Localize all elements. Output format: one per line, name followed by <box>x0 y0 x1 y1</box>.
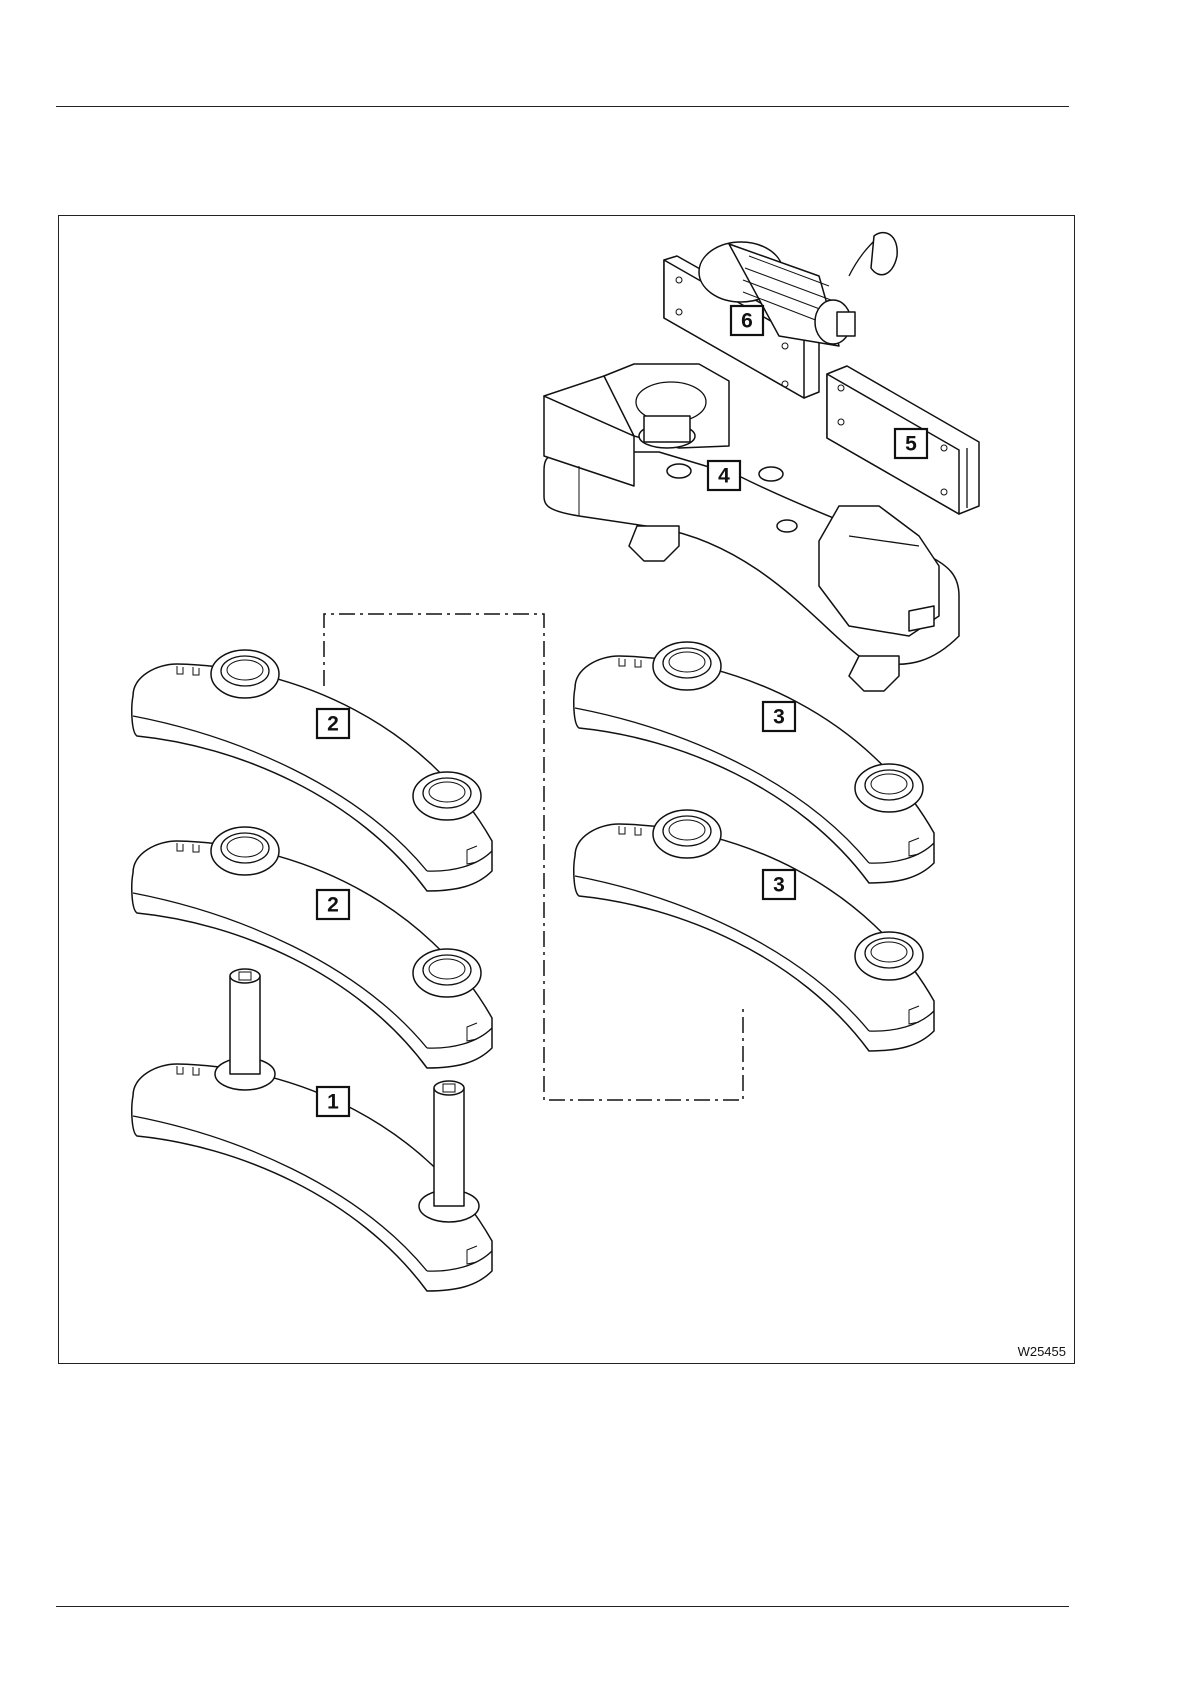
header-rule <box>56 106 1069 107</box>
svg-text:6: 6 <box>741 310 753 333</box>
svg-text:4: 4 <box>718 465 730 488</box>
figure-frame: 2 2 1 <box>58 215 1075 1364</box>
svg-text:5: 5 <box>905 433 917 456</box>
svg-text:2: 2 <box>327 894 339 917</box>
footer-rule <box>56 1606 1069 1607</box>
callout-4: 4 <box>708 461 740 490</box>
callout-3-lower: 3 <box>763 870 795 899</box>
callout-2-upper: 2 <box>317 709 349 738</box>
figure-reference-code: W25455 <box>1018 1344 1066 1359</box>
callout-3-upper: 3 <box>763 702 795 731</box>
callout-6: 6 <box>731 306 763 335</box>
counterweight-exploded-drawing: 2 2 1 <box>59 216 1074 1363</box>
svg-text:3: 3 <box>773 874 785 897</box>
callout-5: 5 <box>895 429 927 458</box>
callout-1: 1 <box>317 1087 349 1116</box>
svg-text:2: 2 <box>327 713 339 736</box>
svg-text:1: 1 <box>327 1091 339 1114</box>
callout-2-lower: 2 <box>317 890 349 919</box>
svg-text:3: 3 <box>773 706 785 729</box>
